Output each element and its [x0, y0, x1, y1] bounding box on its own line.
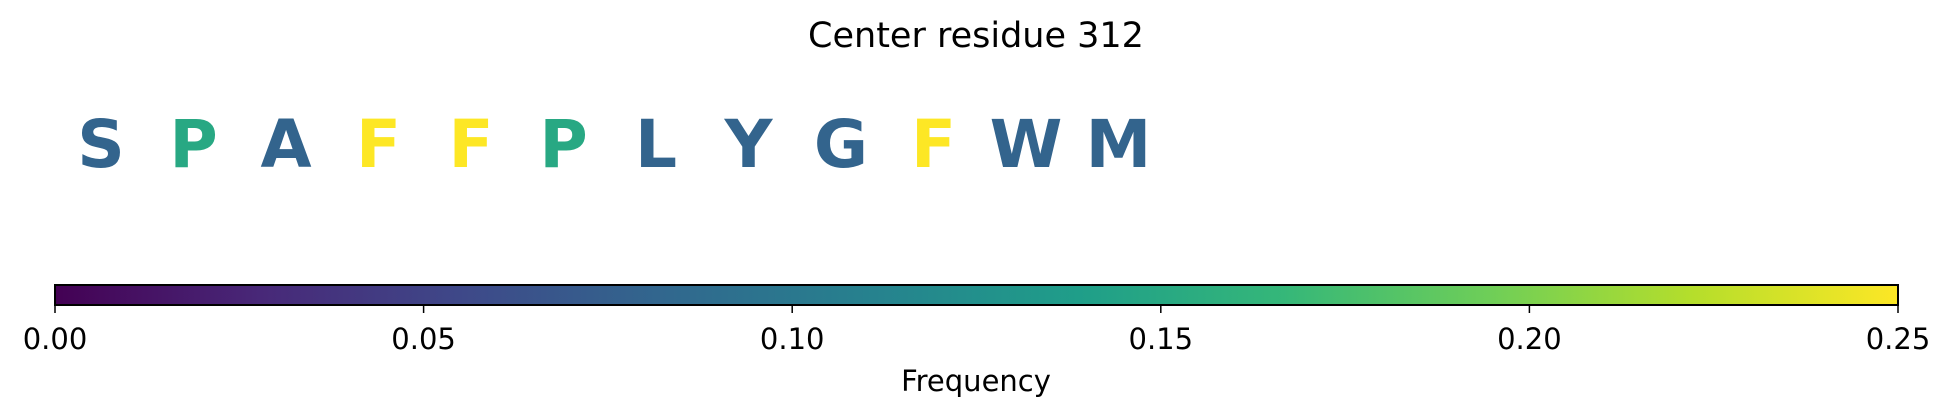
colorbar-gradient — [55, 285, 1898, 305]
colorbar-tick-label: 0.20 — [1497, 322, 1562, 356]
colorbar-tick-label: 0.15 — [1129, 322, 1194, 356]
colorbar-tick-label: 0.05 — [391, 322, 456, 356]
residue-letter: P — [169, 106, 217, 183]
residue-letter: F — [911, 106, 956, 183]
residue-letter: L — [635, 106, 677, 183]
residue-letter: S — [77, 106, 125, 183]
residue-letter: F — [448, 106, 493, 183]
colorbar-tick-label: 0.00 — [23, 322, 88, 356]
residue-letter: A — [260, 106, 311, 183]
colorbar-ticks: 0.00 0.05 0.10 0.15 0.20 0.25 — [23, 305, 1931, 356]
residue-letter: F — [356, 106, 401, 183]
colorbar-tick-label: 0.10 — [760, 322, 825, 356]
chart-title: Center residue 312 — [808, 16, 1144, 56]
colorbar-label: Frequency — [901, 364, 1051, 398]
colorbar-tick-label: 0.25 — [1866, 322, 1931, 356]
residue-letter: M — [1086, 106, 1152, 183]
residue-letter: G — [814, 106, 868, 183]
residue-letter: P — [539, 106, 587, 183]
residue-letter: Y — [724, 106, 774, 183]
colorbar: 0.00 0.05 0.10 0.15 0.20 0.25 Frequency — [23, 284, 1931, 398]
colorbar-frame — [54, 284, 1899, 306]
residue-letter: W — [990, 106, 1063, 183]
